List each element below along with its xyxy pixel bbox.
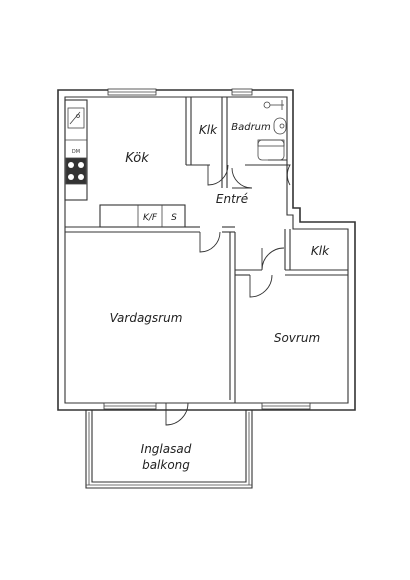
room-label-living: Vardagsrum xyxy=(110,311,183,325)
interior-walls xyxy=(65,97,348,403)
fixture-label-kf: K/F xyxy=(143,213,158,223)
room-label-hall: Entré xyxy=(216,192,248,206)
windows xyxy=(103,88,311,410)
fixture-label-s: S xyxy=(171,213,177,223)
room-label-balcony-line2: balkong xyxy=(142,458,190,472)
doors xyxy=(165,164,291,426)
room-label-closet-right: Klk xyxy=(311,244,330,258)
kitchen-lower-counter xyxy=(99,204,186,228)
kitchen-counter xyxy=(64,99,88,201)
outer-walls xyxy=(57,89,356,411)
room-label-bedroom: Sovrum xyxy=(274,331,320,345)
fixture-label-dm: DM xyxy=(72,149,80,155)
balcony xyxy=(85,410,253,489)
room-label-balcony-line1: Inglasad xyxy=(141,442,192,456)
room-label-kitchen: Kök xyxy=(125,151,149,166)
room-label-closet-top: Klk xyxy=(199,123,218,137)
bathroom-fixtures xyxy=(257,100,287,161)
room-label-bathroom: Badrum xyxy=(231,122,271,133)
